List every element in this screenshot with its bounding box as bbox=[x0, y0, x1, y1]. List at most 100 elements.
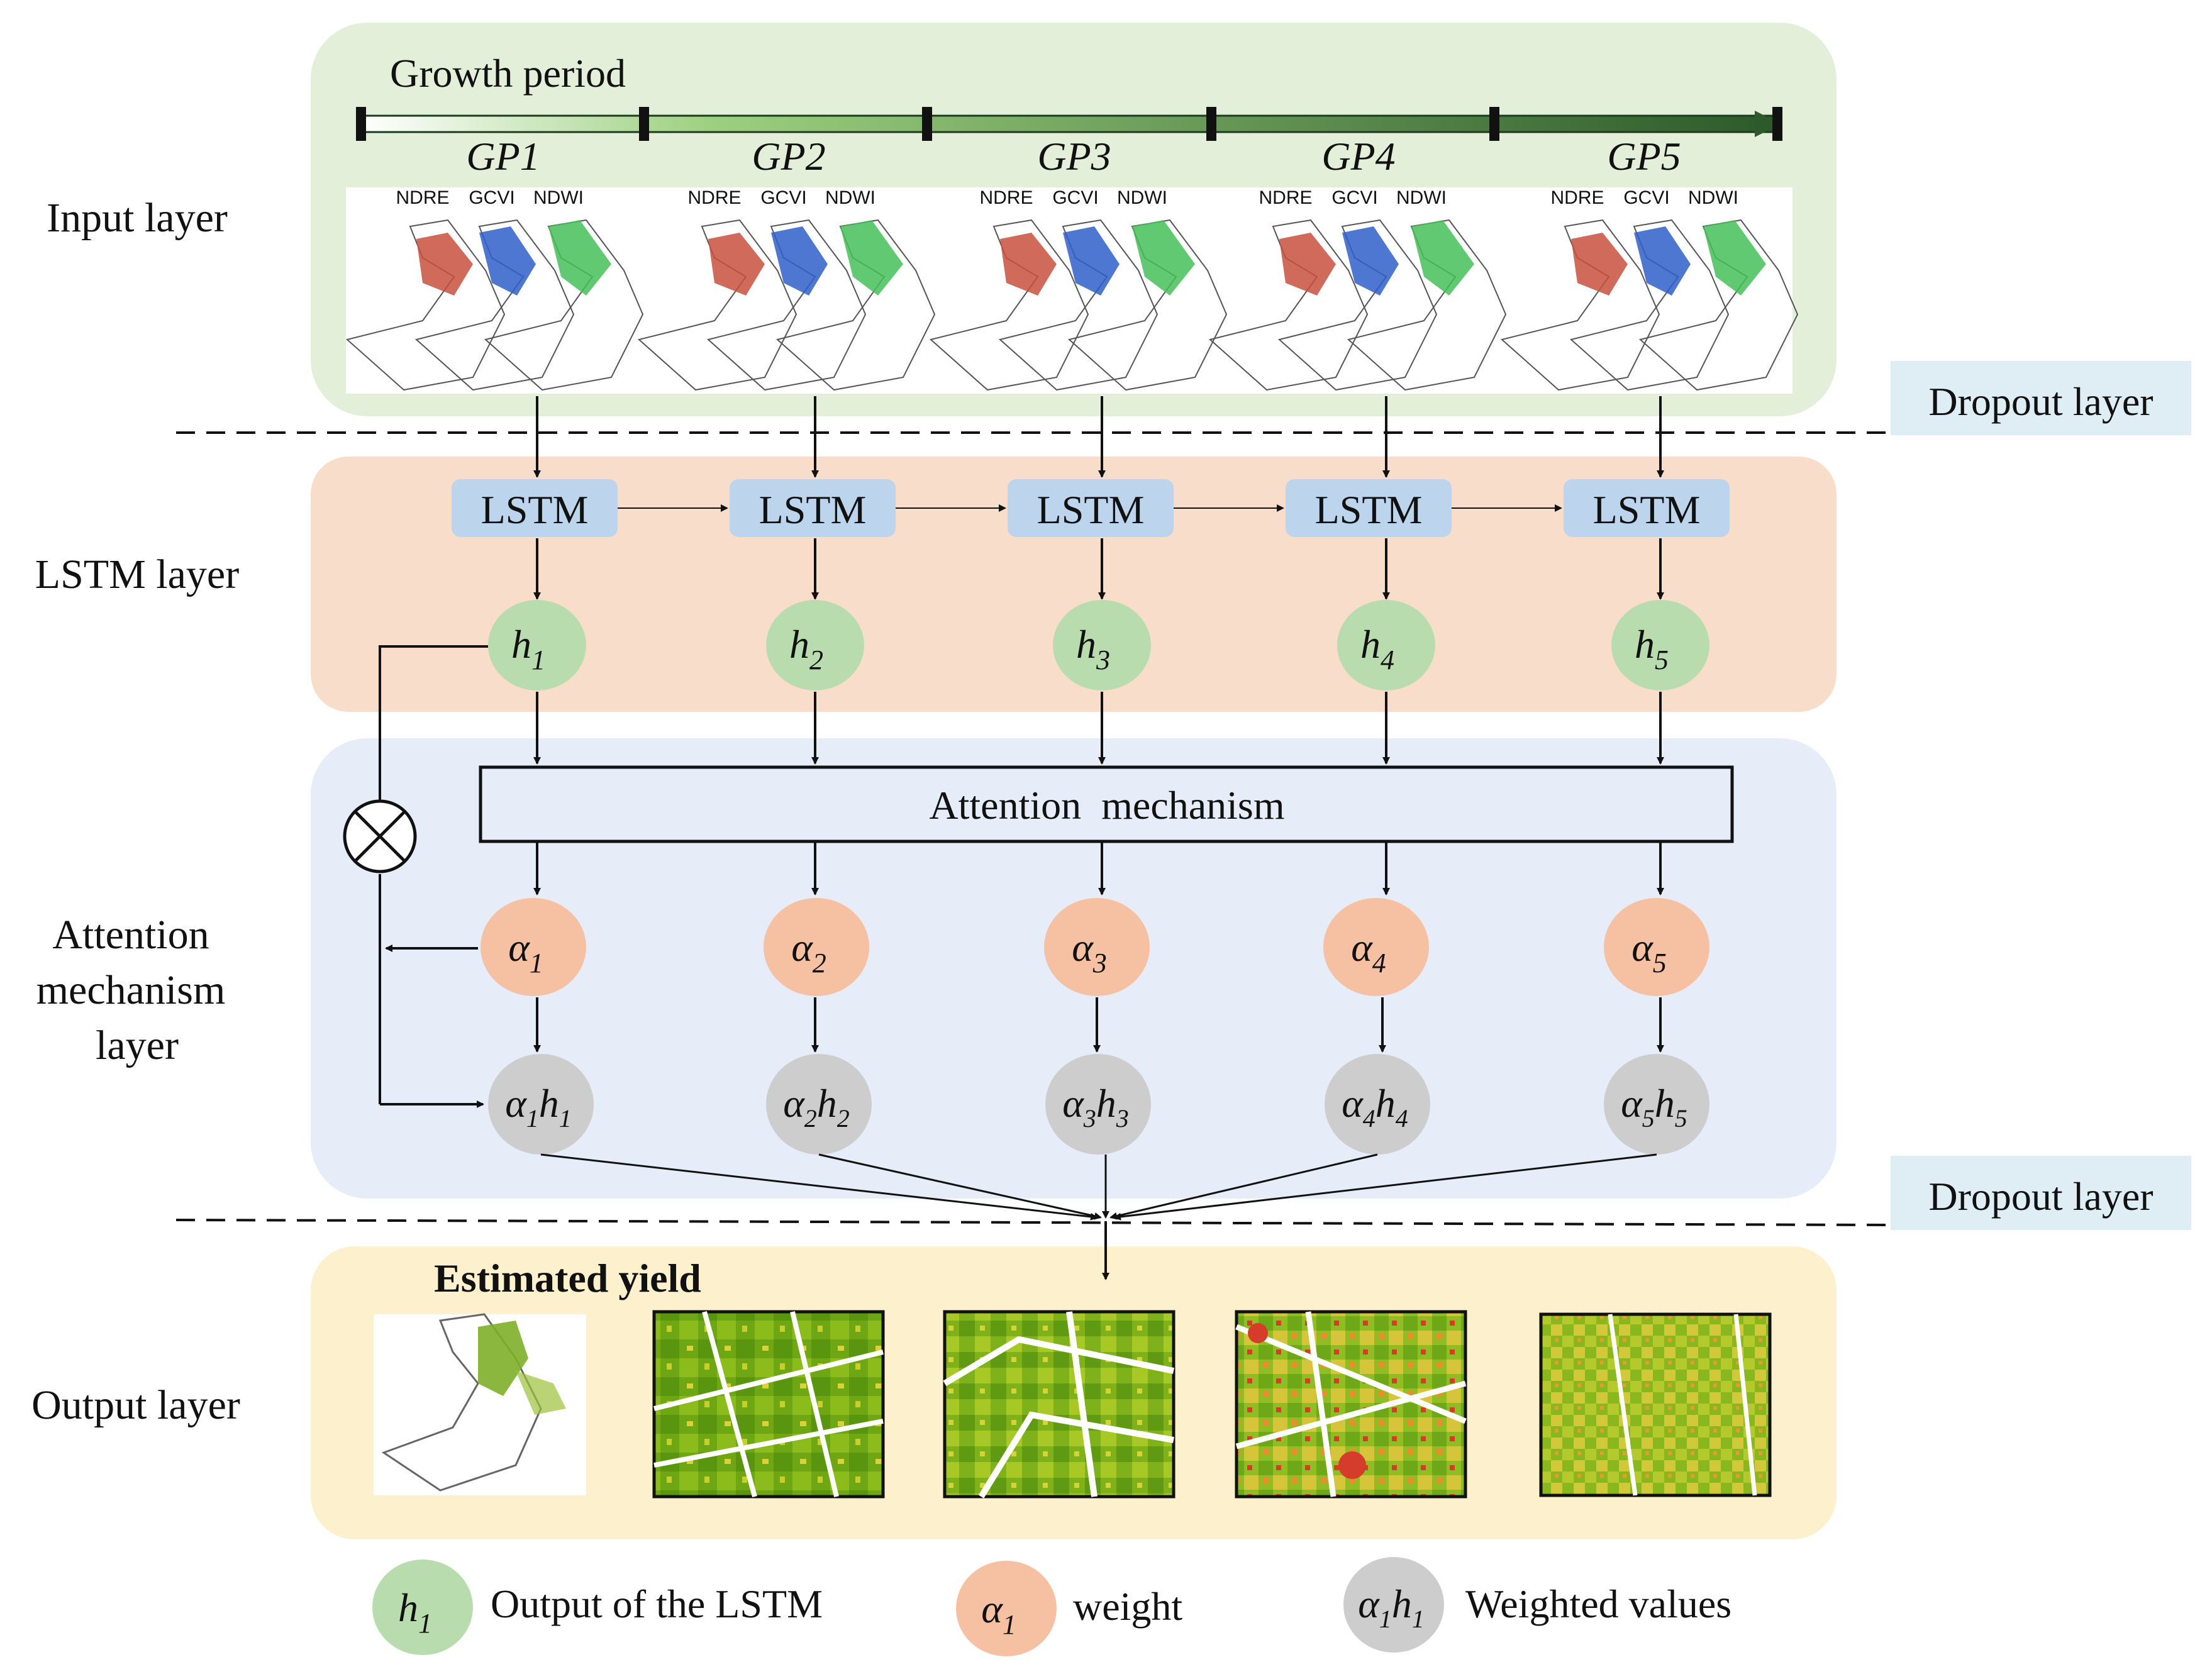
input-layer-label: Input layer bbox=[47, 195, 228, 241]
attention-layer-label-1: Attention bbox=[52, 912, 209, 958]
index-label-ndwi: NDWI bbox=[1117, 187, 1167, 208]
dropout-line-bottom bbox=[175, 1219, 1887, 1226]
svg-text:h3: h3 bbox=[1076, 622, 1110, 675]
ndre-map bbox=[416, 233, 473, 296]
weight-alpha1: α1 bbox=[481, 898, 586, 996]
ndre-map bbox=[708, 233, 765, 296]
lstm-cell-5: LSTM bbox=[1564, 479, 1730, 537]
attention-mechanism-label: Attention mechanism bbox=[929, 783, 1284, 828]
svg-text:α3: α3 bbox=[1072, 925, 1107, 978]
svg-text:LSTM: LSTM bbox=[1037, 487, 1145, 532]
hidden-state-h2: h2 bbox=[766, 600, 864, 690]
gcvi-map bbox=[1342, 226, 1399, 296]
svg-text:α2: α2 bbox=[791, 925, 826, 978]
svg-text:LSTM: LSTM bbox=[1593, 487, 1701, 532]
hidden-state-h5: h5 bbox=[1611, 600, 1709, 690]
ndwi-map bbox=[548, 220, 611, 296]
index-maps-gp4: NDRE GCVI NDWI bbox=[1208, 187, 1507, 391]
attention-layer-label-2: mechanism bbox=[36, 967, 226, 1013]
yield-map-overview bbox=[374, 1313, 586, 1495]
ndwi-map bbox=[1132, 220, 1195, 296]
legend-item-weight: α1 weight bbox=[956, 1561, 1182, 1656]
yield-map-detail-2 bbox=[943, 1310, 1175, 1499]
svg-text:α2h2: α2h2 bbox=[783, 1081, 850, 1133]
hidden-state-h1: h1 bbox=[488, 600, 586, 690]
index-label-ndre: NDRE bbox=[687, 187, 741, 208]
weighted-value-2: α2h2 bbox=[766, 1054, 872, 1155]
lstm-cell-2: LSTM bbox=[730, 479, 896, 537]
input-to-lstm-arrows bbox=[533, 396, 1664, 478]
attention-layer-label-3: layer bbox=[96, 1022, 179, 1068]
svg-text:α5h5: α5h5 bbox=[1621, 1081, 1687, 1133]
index-label-ndwi: NDWI bbox=[825, 187, 875, 208]
lstm-cell-3: LSTM bbox=[1008, 479, 1174, 537]
legend-item-weighted-values: α1h1 Weighted values bbox=[1343, 1557, 1731, 1653]
weight-alpha4: α4 bbox=[1323, 898, 1429, 996]
ndwi-map bbox=[840, 220, 903, 296]
svg-text:h1: h1 bbox=[511, 622, 545, 675]
gcvi-map bbox=[771, 226, 828, 296]
legend-item-lstm-output: h1 Output of the LSTM bbox=[372, 1560, 823, 1655]
ndre-map bbox=[1000, 233, 1057, 296]
index-label-gcvi: GCVI bbox=[1052, 187, 1098, 208]
gcvi-map bbox=[1634, 226, 1691, 296]
multiply-operator-icon bbox=[343, 799, 417, 873]
index-maps-gp5: NDRE GCVI NDWI bbox=[1500, 187, 1799, 391]
svg-text:α1: α1 bbox=[981, 1587, 1016, 1640]
attention-to-alpha-arrows bbox=[533, 843, 1664, 895]
svg-text:α1: α1 bbox=[508, 925, 543, 978]
svg-text:α1h1: α1h1 bbox=[1358, 1582, 1425, 1633]
svg-text:h5: h5 bbox=[1635, 622, 1669, 675]
ndre-map bbox=[1571, 233, 1628, 296]
alpha-to-weighted-arrows bbox=[533, 997, 1664, 1053]
svg-text:α3h3: α3h3 bbox=[1062, 1081, 1129, 1133]
weighted-to-output-arrows bbox=[540, 1153, 1657, 1280]
index-maps-gp2: NDRE GCVI NDWI bbox=[637, 187, 936, 391]
index-label-ndwi: NDWI bbox=[1688, 187, 1738, 208]
estimated-yield-title: Estimated yield bbox=[434, 1256, 701, 1300]
hidden-state-h4: h4 bbox=[1337, 600, 1435, 690]
index-label-ndre: NDRE bbox=[1259, 187, 1312, 208]
hidden-state-h3: h3 bbox=[1053, 600, 1151, 690]
svg-text:LSTM: LSTM bbox=[481, 487, 589, 532]
svg-text:h1: h1 bbox=[398, 1585, 432, 1639]
attention-mechanism-box bbox=[479, 765, 1734, 843]
h1-skip-connection bbox=[379, 645, 488, 1108]
index-label-gcvi: GCVI bbox=[1331, 187, 1377, 208]
lstm-to-h-arrows bbox=[533, 538, 1664, 600]
legend-label-lstm-output: Output of the LSTM bbox=[491, 1582, 823, 1626]
svg-text:α4h4: α4h4 bbox=[1342, 1081, 1408, 1133]
index-label-ndre: NDRE bbox=[396, 187, 449, 208]
legend-label-weight: weight bbox=[1073, 1584, 1182, 1629]
weighted-value-1: α1h1 bbox=[488, 1054, 594, 1155]
index-label-ndre: NDRE bbox=[979, 187, 1033, 208]
svg-text:LSTM: LSTM bbox=[1315, 487, 1423, 532]
output-layer-label: Output layer bbox=[31, 1382, 240, 1428]
dropout-label-top: Dropout layer bbox=[1928, 379, 2153, 424]
growth-period-timeline bbox=[356, 107, 1782, 141]
index-label-gcvi: GCVI bbox=[469, 187, 514, 208]
index-maps-gp3: NDRE GCVI NDWI bbox=[929, 187, 1228, 391]
lstm-layer-label: LSTM layer bbox=[35, 551, 239, 597]
h-to-attention-arrows bbox=[533, 692, 1664, 765]
period-label-gp4: GP4 bbox=[1321, 134, 1395, 179]
ndwi-map bbox=[1411, 220, 1474, 296]
weight-alpha2: α2 bbox=[764, 898, 869, 996]
index-label-gcvi: GCVI bbox=[760, 187, 806, 208]
period-label-gp2: GP2 bbox=[752, 134, 825, 179]
index-label-ndwi: NDWI bbox=[1396, 187, 1447, 208]
svg-text:h4: h4 bbox=[1360, 622, 1394, 675]
legend-label-weighted-values: Weighted values bbox=[1465, 1582, 1731, 1626]
period-label-gp5: GP5 bbox=[1607, 134, 1681, 179]
ndre-map bbox=[1279, 233, 1336, 296]
lstm-cell-4: LSTM bbox=[1286, 479, 1452, 537]
lstm-layer-panel bbox=[311, 457, 1837, 712]
weighted-value-4: α4h4 bbox=[1325, 1054, 1430, 1155]
lstm-cell-1: LSTM bbox=[452, 479, 618, 537]
gcvi-map bbox=[479, 226, 536, 296]
ndwi-map bbox=[1703, 220, 1766, 296]
svg-text:LSTM: LSTM bbox=[759, 487, 867, 532]
period-label-gp1: GP1 bbox=[466, 134, 540, 179]
dropout-box-top bbox=[1891, 361, 2191, 435]
